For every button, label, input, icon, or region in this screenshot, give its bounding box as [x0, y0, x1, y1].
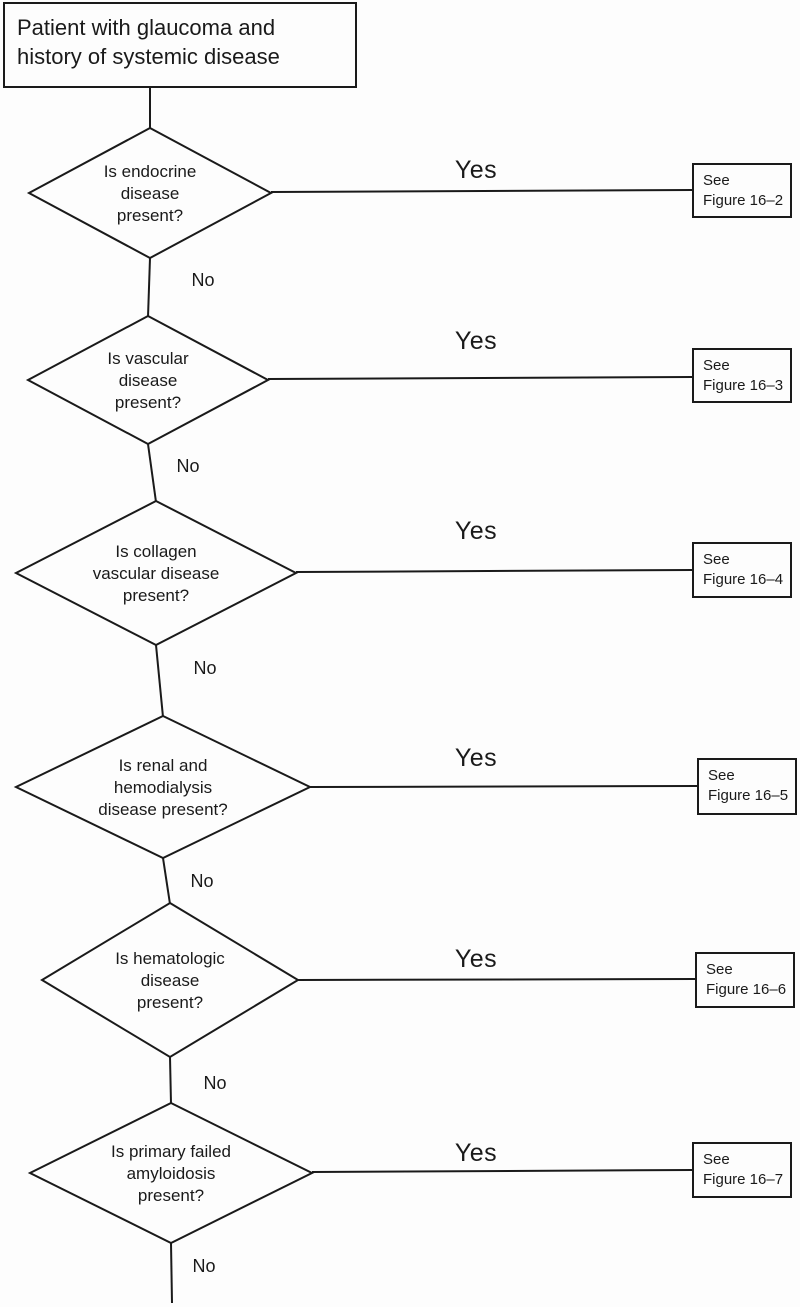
connector-no-1	[147, 257, 151, 318]
see-figure-text-line: See	[708, 767, 735, 784]
question-line: Is renal and	[118, 756, 208, 775]
question-line: disease	[120, 184, 180, 203]
question-line: disease	[140, 971, 200, 990]
start-node-text-line: history of systemic disease	[17, 44, 280, 69]
yes-branch-label: Yes	[454, 744, 498, 772]
decision-diamond-endocrine	[26, 126, 274, 260]
question-line: present?	[137, 1186, 205, 1205]
question-line: present?	[116, 206, 184, 225]
start-node-text-line: Patient with glaucoma and	[17, 15, 276, 40]
see-figure-text-line: See	[703, 172, 730, 189]
see-figure-text-line: Figure 16–2	[703, 192, 784, 209]
decision-question-vascular: Is vascular disease present?	[68, 348, 228, 414]
question-line: Is collagen	[115, 542, 197, 561]
connector-no-6-exit	[170, 1242, 173, 1304]
connector-no-3	[155, 644, 164, 718]
see-figure-text-line: See	[703, 357, 730, 374]
connector-yes-1	[270, 189, 693, 193]
no-branch-label: No	[191, 270, 215, 290]
no-branch-label: No	[192, 1256, 216, 1276]
question-line: Is hematologic	[115, 949, 225, 968]
question-line: Is primary failed	[111, 1142, 231, 1161]
decision-question-hematologic: Is hematologic disease present?	[90, 948, 250, 1014]
question-line: Is endocrine	[103, 162, 197, 181]
start-node: Patient with glaucoma and history of sys…	[3, 2, 357, 88]
yes-branch-label: Yes	[454, 945, 498, 973]
connector-no-2	[147, 443, 157, 503]
see-figure-text-line: See	[706, 961, 733, 978]
connector-yes-4	[309, 785, 698, 788]
question-line: Is vascular	[107, 349, 189, 368]
connector-yes-5	[297, 978, 696, 981]
see-figure-box-16-5: See Figure 16–5	[697, 758, 797, 815]
see-figure-box-16-4: See Figure 16–4	[692, 542, 792, 598]
yes-branch-label: Yes	[454, 1139, 498, 1167]
see-figure-text-line: See	[703, 1151, 730, 1168]
no-branch-label: No	[193, 658, 217, 678]
connector-yes-3	[295, 569, 693, 573]
decision-question-renal-hemodialysis: Is renal and hemodialysis disease presen…	[63, 755, 263, 821]
question-line: disease present?	[98, 800, 228, 819]
decision-diamond-hematologic	[40, 901, 300, 1059]
question-line: hemodialysis	[113, 778, 213, 797]
connector-no-4	[162, 857, 171, 905]
decision-question-amyloidosis: Is primary failed amyloidosis present?	[76, 1141, 266, 1207]
see-figure-text-line: Figure 16–6	[706, 981, 787, 998]
yes-branch-label: Yes	[454, 517, 498, 545]
question-line: disease	[118, 371, 178, 390]
connector-no-5	[169, 1056, 172, 1105]
see-figure-text-line: Figure 16–5	[708, 787, 789, 804]
see-figure-text-line: Figure 16–7	[703, 1171, 784, 1188]
no-branch-label: No	[203, 1073, 227, 1093]
see-figure-box-16-7: See Figure 16–7	[692, 1142, 792, 1198]
connector-yes-2	[267, 376, 693, 380]
yes-branch-label: Yes	[454, 327, 498, 355]
see-figure-box-16-3: See Figure 16–3	[692, 348, 792, 403]
no-branch-label: No	[176, 456, 200, 476]
see-figure-box-16-2: See Figure 16–2	[692, 163, 792, 218]
decision-diamond-renal-hemodialysis	[13, 714, 313, 860]
see-figure-text-line: See	[703, 551, 730, 568]
see-figure-box-16-6: See Figure 16–6	[695, 952, 795, 1008]
connector-yes-6	[311, 1169, 693, 1173]
decision-question-endocrine: Is endocrine disease present?	[70, 161, 230, 227]
question-line: vascular disease	[92, 564, 220, 583]
yes-branch-label: Yes	[454, 156, 498, 184]
no-branch-label: No	[190, 871, 214, 891]
decision-question-collagen-vascular: Is collagen vascular disease present?	[61, 541, 251, 607]
question-line: amyloidosis	[126, 1164, 216, 1183]
question-line: present?	[114, 393, 182, 412]
see-figure-text-line: Figure 16–3	[703, 377, 784, 394]
see-figure-text-line: Figure 16–4	[703, 571, 784, 588]
question-line: present?	[136, 993, 204, 1012]
decision-diamond-amyloidosis	[27, 1101, 315, 1245]
question-line: present?	[122, 586, 190, 605]
decision-diamond-vascular	[25, 314, 271, 446]
decision-diamond-collagen-vascular	[13, 499, 299, 647]
